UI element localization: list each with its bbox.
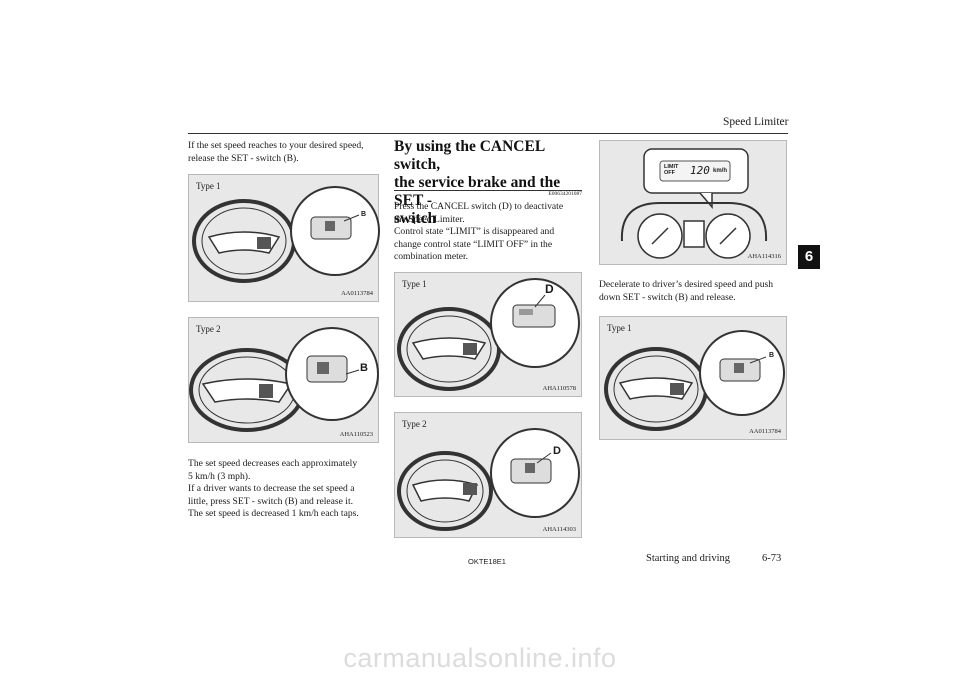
col2-body-line: Control state “LIMIT” is disappeared and	[394, 226, 555, 237]
chapter-name: Starting and driving	[646, 553, 730, 564]
type-label: Type 1	[607, 323, 632, 333]
figure-type2-set-switch: B Type 2 AHA110523	[188, 317, 379, 443]
meter-off-text: OFF	[664, 170, 675, 176]
col1-body-line: little, press SET - switch (B) and relea…	[188, 495, 354, 507]
col3-body-line: Decelerate to driver’s desired speed and…	[599, 279, 774, 290]
col1-intro-line: release the SET - switch (B).	[188, 152, 299, 164]
figure-type1-set-switch: B Type 1 AA0113784	[188, 174, 380, 302]
heading-line: the service brake and the SET -	[394, 174, 561, 209]
col2-body-line: combination meter.	[394, 251, 469, 262]
col2-body-line: Press the CANCEL switch (D) to deactivat…	[394, 201, 564, 212]
figure-type1-set-switch-release: B Type 1 AA0113784	[599, 316, 787, 440]
col3-body: Decelerate to driver’s desired speed and…	[599, 279, 789, 304]
col2-body-line: the Speed Limiter.	[394, 213, 465, 225]
figure-code: AA0113784	[749, 428, 781, 435]
col1-body-line: 5 km/h (3 mph).	[188, 470, 251, 482]
steering-wheel-illustration	[604, 330, 785, 431]
type-label: Type 2	[196, 324, 221, 334]
callout-b: B	[361, 211, 367, 218]
header-rule	[188, 133, 788, 134]
col2-body: Press the CANCEL switch (D) to deactivat…	[394, 201, 582, 264]
meter-speed-unit: km/h	[713, 168, 728, 174]
section-heading: By using the CANCEL switch, the service …	[394, 138, 590, 228]
chapter-tab: 6	[798, 245, 820, 269]
steering-wheel-illustration	[397, 278, 580, 391]
callout-b: B	[360, 362, 368, 374]
combination-meter-illustration	[620, 148, 768, 259]
meter-speed-value: 120	[690, 164, 710, 177]
page-number: 6-73	[762, 553, 782, 564]
col1-body-line: The set speed decreases each approximate…	[188, 458, 358, 469]
meter-limit-text: LIMIT	[664, 164, 679, 170]
steering-wheel-illustration	[189, 327, 379, 432]
heading-line: switch	[394, 210, 437, 227]
col2-body-line: change control state “LIMIT OFF” in the	[394, 238, 553, 250]
col1-intro-line: If the set speed reaches to your desired…	[188, 140, 364, 151]
col1-body-line: The set speed is decreased 1 km/h each t…	[188, 508, 359, 519]
type-label: Type 1	[402, 279, 427, 289]
callout-d: D	[553, 445, 561, 457]
col1-body: The set speed decreases each approximate…	[188, 458, 378, 521]
heading-line: By using the CANCEL switch,	[394, 138, 545, 173]
figure-code: AHA110578	[542, 385, 576, 392]
watermark: carmanualsonline.info	[343, 643, 617, 673]
callout-b: B	[769, 352, 775, 359]
figure-type2-cancel-switch: D Type 2 AHA114303	[394, 412, 582, 538]
figure-code: AHA110523	[339, 431, 373, 438]
col3-body-line: down SET - switch (B) and release.	[599, 291, 736, 303]
meter-limit-off: LIMIT OFF	[664, 164, 678, 176]
steering-wheel-illustration	[192, 186, 380, 283]
callout-d: D	[545, 282, 554, 296]
col1-body-line: If a driver wants to decrease the set sp…	[188, 483, 355, 494]
figure-code: AA0113784	[341, 290, 373, 297]
heading-rule	[394, 190, 582, 191]
type-label: Type 1	[196, 181, 221, 191]
figure-combination-meter: LIMIT OFF 120 km/h AHA114316	[599, 140, 787, 265]
section-title: Speed Limiter	[723, 116, 789, 128]
type-label: Type 2	[402, 419, 427, 429]
figure-code: AHA114303	[542, 526, 576, 533]
section-code: E00634201087	[548, 191, 582, 197]
figure-type1-cancel-switch: D Type 1 AHA110578	[394, 272, 582, 397]
steering-wheel-illustration	[397, 428, 580, 531]
document-code: OKTE18E1	[468, 557, 506, 566]
col1-intro: If the set speed reaches to your desired…	[188, 140, 378, 165]
figure-code: AHA114316	[747, 253, 781, 260]
